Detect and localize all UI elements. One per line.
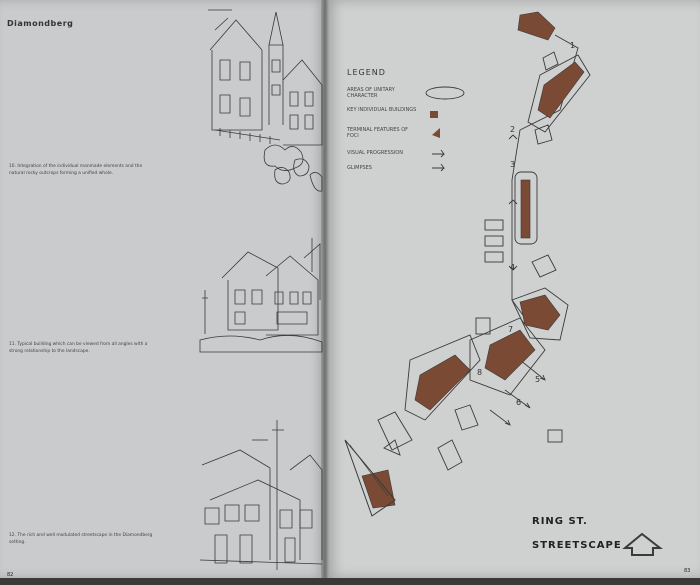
page-number-right: 83 [684,568,691,574]
legend-unitary-areas: AREAS OF UNITARY CHARACTER [347,87,395,100]
page-number-left: 82 [7,572,14,578]
sketch-streetscape [199,420,323,570]
legend-terminal-features: TERMINAL FEATURES OF FOCI [347,127,409,140]
caption-10: 10. Integration of the individual manmad… [9,164,143,176]
legend-glimpses: GLIMPSES [347,165,372,171]
legend-ellipse-symbol [425,86,465,100]
house-icon [622,532,663,556]
map-number-2: 2 [510,125,515,134]
map-number-7: 7 [508,325,513,334]
legend-key-buildings: KEY INDIVIDUAL BUILDINGS [347,107,417,113]
sketch-church-village [208,9,323,192]
map-title-line1: RING ST. [532,516,588,527]
caption-11: 11. Typical building which can be viewed… [9,342,148,354]
map-number-4: 4 [510,263,515,272]
legend-building-symbol [430,111,438,118]
map-number-8: 8 [477,368,482,377]
legend-title: LEGEND [347,68,386,77]
legend-glimpse-symbol [432,163,445,172]
caption-12: 12. The rich and well modulated streetsc… [9,533,153,545]
map-title-line2: STREETSCAPE [532,540,622,551]
left-page [0,0,325,578]
unitary-areas [404,54,591,421]
minor-buildings [377,51,563,471]
legend-terminal-symbol [432,128,440,138]
terminal-wedge-inner [349,444,389,497]
legend-arrow-symbol [432,149,445,158]
book-gutter [321,0,329,578]
map-numbers: 1 2 3 4 5 6 7 8 [477,41,575,407]
page-header: Diamondberg [7,19,74,28]
terminal-wedge [344,439,396,517]
map-number-1: 1 [570,41,575,50]
map-number-6: 6 [516,398,521,407]
map-number-5: 5 [535,375,540,384]
sketch-typical-building [199,238,323,353]
key-buildings [361,11,585,509]
legend-visual-progression: VISUAL PROGRESSION [347,150,403,156]
map-number-3: 3 [510,160,515,169]
